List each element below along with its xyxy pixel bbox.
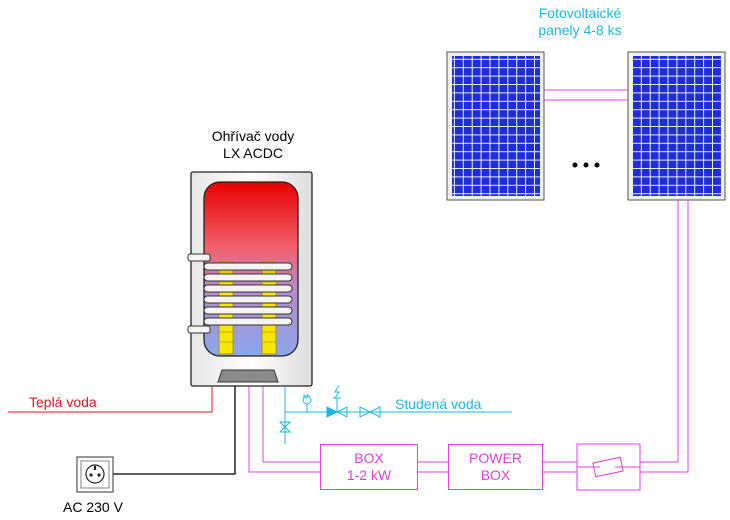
hot-water-label: Teplá voda [29, 394, 97, 410]
power-box-line2: BOX [480, 467, 511, 483]
meter-icon [302, 395, 312, 405]
hot-water-pipe [8, 386, 213, 413]
panels-label-line1: Fotovoltaické [538, 5, 622, 21]
cold-water-pipe [284, 386, 512, 444]
heat-exchanger-coil [187, 253, 293, 334]
ac-cable [113, 386, 236, 475]
cold-water-label: Studená voda [395, 396, 482, 412]
dc-wires [248, 200, 689, 473]
heater-title-line1: Ohřívač vody [211, 128, 295, 144]
fuse-box [576, 443, 641, 491]
meter-symbol: M [303, 394, 309, 401]
solar-panel-right [627, 51, 726, 201]
heater-title: Ohřívač vody LX ACDC [193, 128, 313, 162]
box-1-2kw: BOX 1-2 kW [320, 444, 418, 490]
shutoff-valve-icon [359, 406, 381, 418]
panels-label-line2: panely 4-8 ks [538, 22, 622, 38]
more-panels-dots [572, 162, 600, 168]
panel-link-wires [544, 89, 628, 101]
water-heater [187, 171, 313, 387]
box-1-2kw-line2: 1-2 kW [346, 467, 392, 483]
safety-valve-icon [326, 385, 348, 418]
power-box-line1: POWER [469, 450, 522, 466]
power-socket-icon [76, 456, 114, 493]
panels-label: Fotovoltaické panely 4-8 ks [515, 5, 645, 39]
box-1-2kw-line1: BOX [354, 450, 384, 466]
power-box: POWER BOX [448, 444, 543, 490]
socket-label: AC 230 V [63, 499, 123, 515]
solar-panel-left [446, 51, 545, 201]
heater-title-line2: LX ACDC [223, 145, 283, 161]
drain-valve-icon [278, 421, 292, 433]
